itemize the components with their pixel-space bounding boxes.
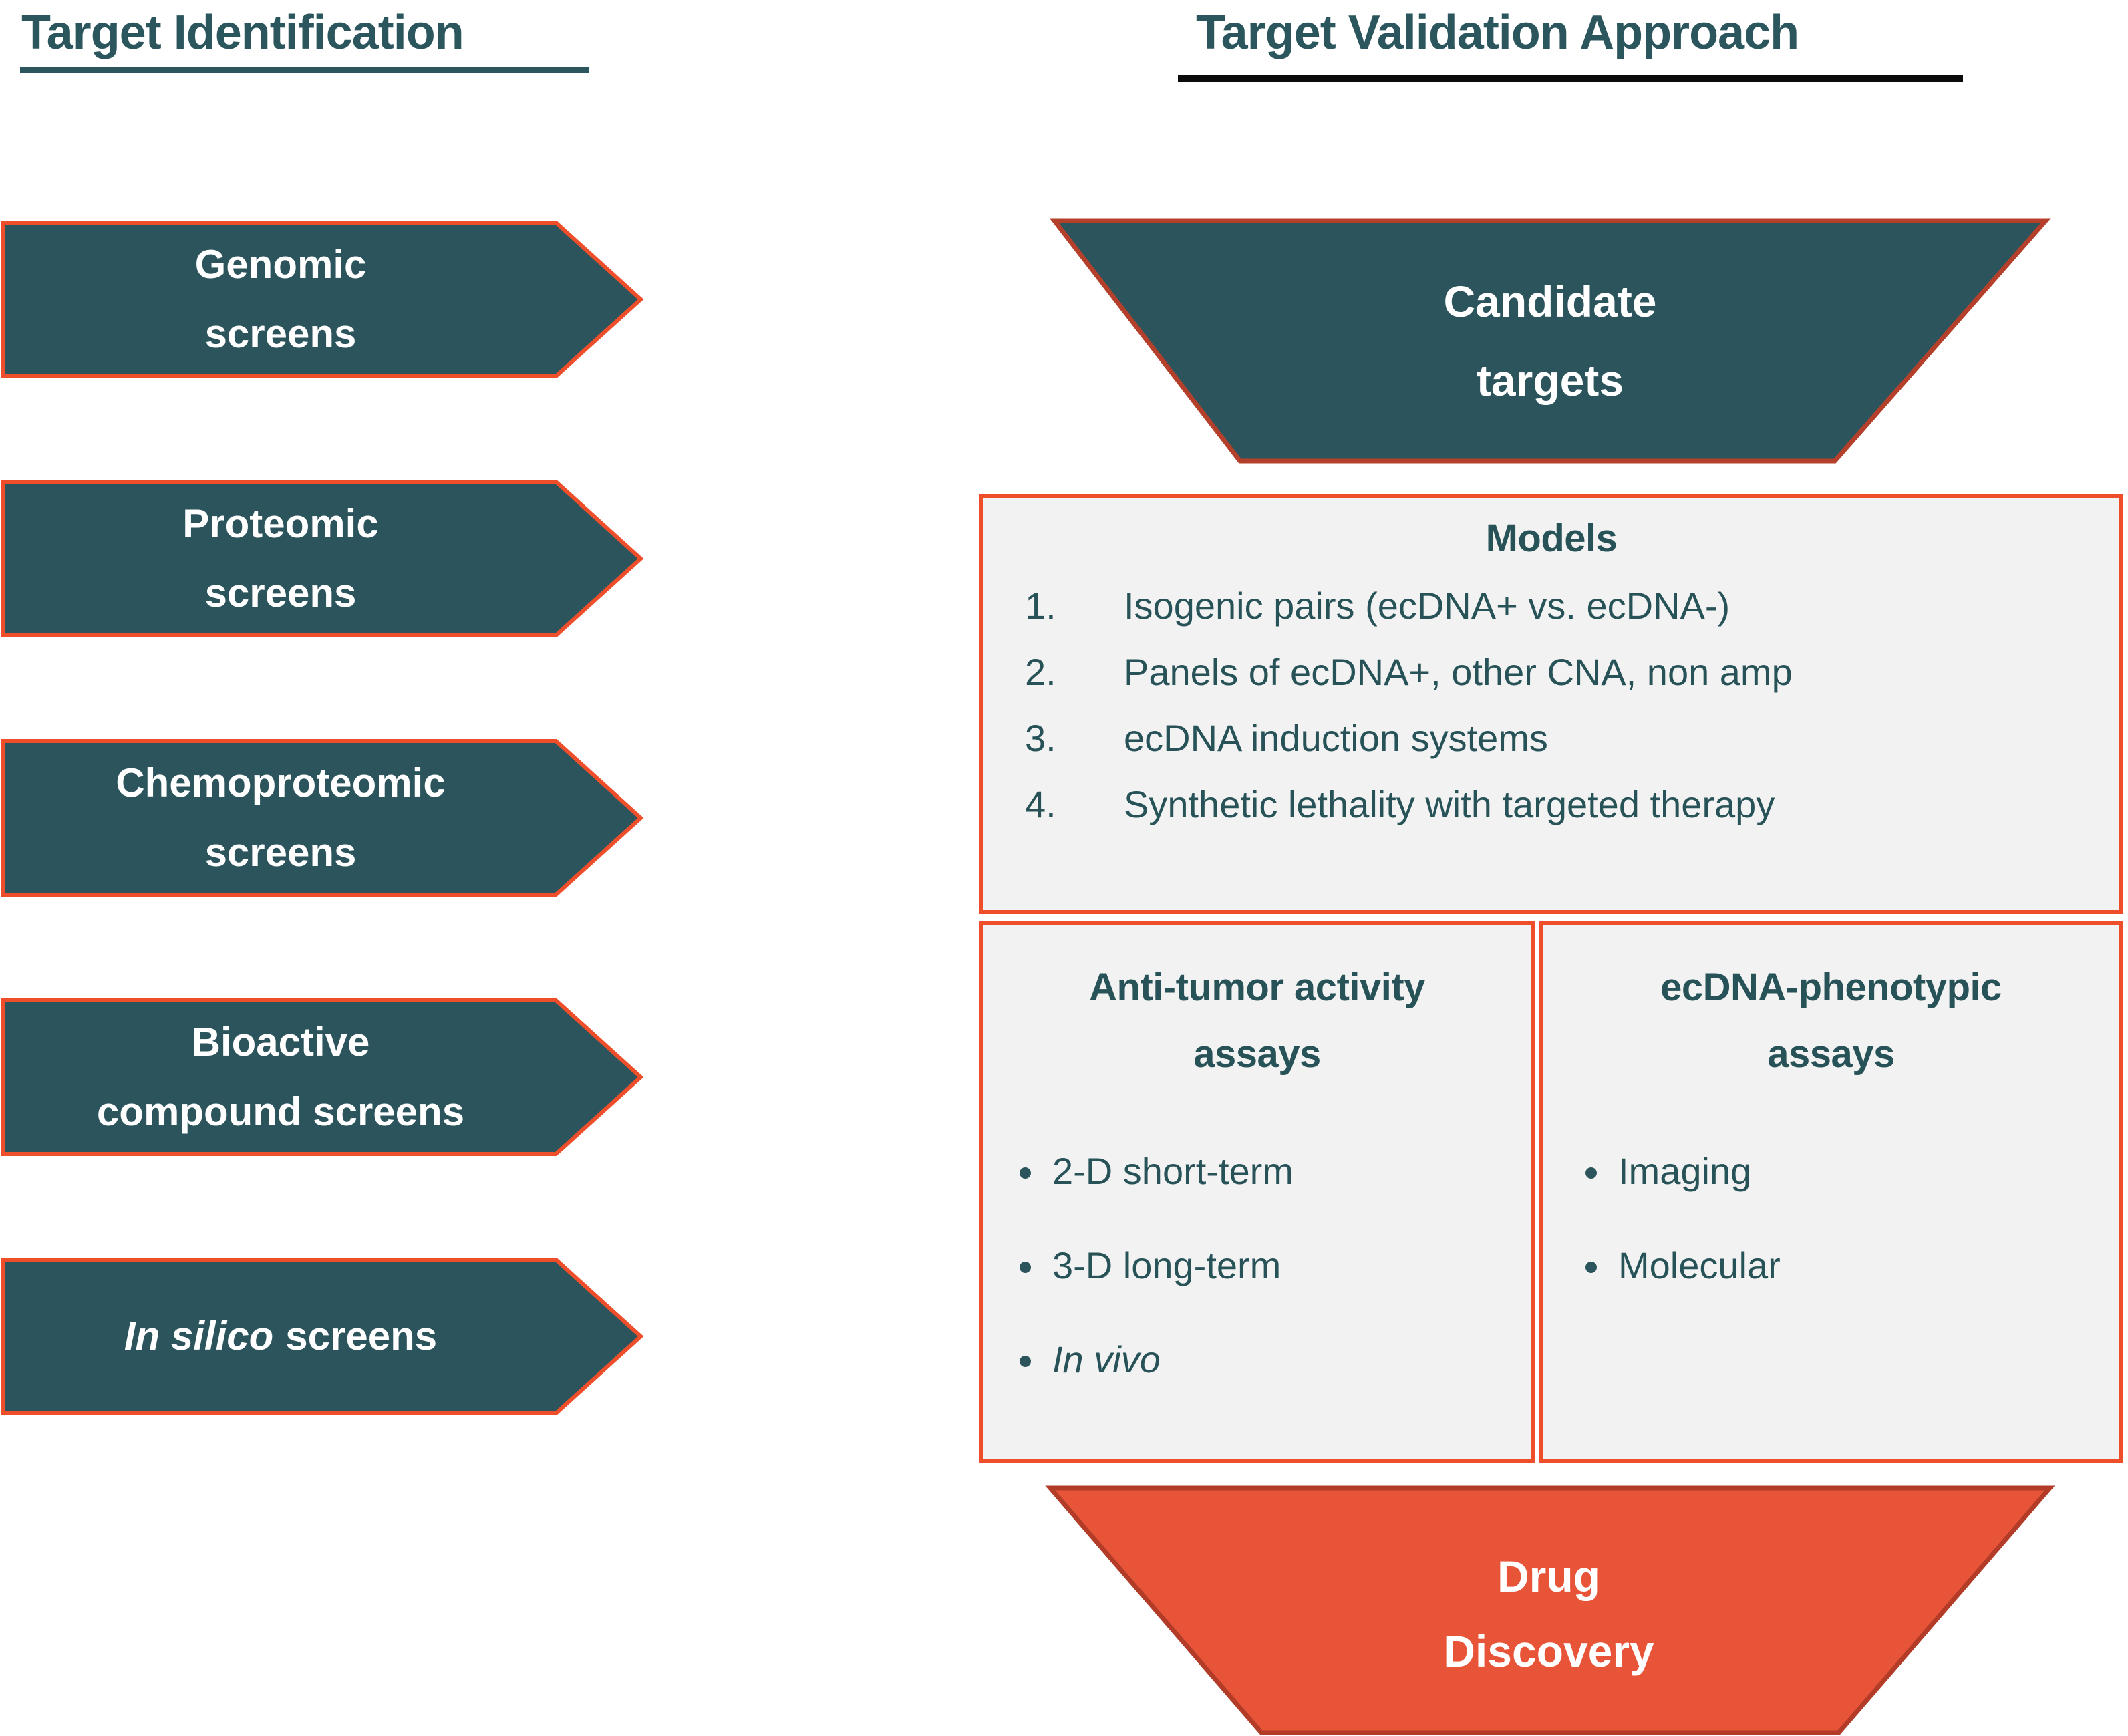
models-list: 1. Isogenic pairs (ecDNA+ vs. ecDNA-) 2.… (983, 573, 2119, 837)
list-number: 3. (1025, 717, 1056, 759)
title-underline-left (20, 67, 589, 73)
arrow-shape (1, 739, 644, 897)
arrow-label-line: In silico screens (124, 1302, 437, 1371)
arrow-shape (1, 221, 644, 378)
bullet-item: 2-D short-term (1020, 1149, 1531, 1193)
funnel-label-line: targets (1476, 355, 1624, 405)
bullet-dot (1585, 1262, 1597, 1273)
bullet-dot (1020, 1167, 1031, 1179)
bullet-dot (1020, 1262, 1031, 1273)
list-text: ecDNA induction systems (1124, 717, 1548, 759)
bullet-text: 3-D long-term (1052, 1244, 1281, 1286)
title-target-validation-approach: Target Validation Approach (1196, 6, 1799, 59)
funnel-shape (1045, 1485, 2055, 1735)
arrow-label: Chemoproteomic screens (1, 739, 560, 897)
arrow-label-line: Proteomic (182, 501, 379, 546)
heading-line: ecDNA-phenotypic (1660, 966, 2002, 1009)
title-target-identification: Target Identification (21, 6, 464, 59)
arrow-in-silico-screens: In silico screens (1, 1258, 646, 1415)
funnel-label-line: Drug (1497, 1552, 1600, 1601)
arrow-label: Proteomic screens (1, 480, 560, 637)
arrow-label-line: screens (204, 311, 357, 356)
bullet-text: 2-D short-term (1052, 1150, 1294, 1192)
arrow-label-line: Genomic (194, 242, 367, 287)
arrow-label-line: screens (204, 830, 357, 875)
models-list-item: 1. Isogenic pairs (ecDNA+ vs. ecDNA-) (983, 573, 2119, 639)
list-text: Panels of ecDNA+, other CNA, non amp (1124, 651, 1793, 693)
bullet-text: Molecular (1618, 1244, 1781, 1286)
arrow-bioactive-compound-screens: Bioactive compound screens (1, 998, 646, 1156)
heading-line: assays (1193, 1032, 1321, 1076)
anti-tumor-assays-panel: Anti-tumor activity assays 2-D short-ter… (979, 921, 1535, 1463)
arrow-label: Genomic screens (1, 221, 560, 378)
ecdna-phenotypic-assays-panel: ecDNA-phenotypic assays Imaging Molecula… (1539, 921, 2123, 1463)
funnel-shape (1049, 218, 2051, 464)
arrow-label: In silico screens (1, 1258, 560, 1415)
list-number: 1. (1025, 585, 1056, 627)
bullet-item: Imaging (1585, 1149, 2119, 1193)
arrow-label-normal: screens (285, 1314, 438, 1358)
arrow-genomic-screens: Genomic screens (1, 221, 646, 378)
arrow-chemoproteomic-screens: Chemoproteomic screens (1, 739, 646, 897)
models-panel: Models 1. Isogenic pairs (ecDNA+ vs. ecD… (979, 494, 2123, 914)
anti-tumor-assays-heading: Anti-tumor activity assays (983, 954, 1531, 1088)
arrow-shape (1, 998, 644, 1156)
models-list-item: 4. Synthetic lethality with targeted the… (983, 771, 2119, 837)
arrow-label-line: Bioactive (191, 1020, 370, 1064)
arrow-proteomic-screens: Proteomic screens (1, 480, 646, 637)
bullet-item: Molecular (1585, 1244, 2119, 1287)
arrow-label: Bioactive compound screens (1, 998, 560, 1156)
arrow-shape (1, 480, 644, 637)
funnel-label: Drug Discovery (1041, 1485, 2057, 1735)
bullet-text-italic: In vivo (1052, 1338, 1161, 1381)
list-text: Isogenic pairs (ecDNA+ vs. ecDNA-) (1124, 585, 1730, 627)
heading-line: Anti-tumor activity (1089, 966, 1425, 1009)
arrow-label-italic: In silico (124, 1314, 274, 1358)
models-heading: Models (1485, 517, 1618, 560)
bullet-item: 3-D long-term (1020, 1244, 1531, 1287)
list-number: 4. (1025, 783, 1056, 825)
bullet-text: Imaging (1618, 1150, 1752, 1192)
list-text: Synthetic lethality with targeted therap… (1124, 783, 1775, 825)
funnel-label-line: Discovery (1443, 1626, 1654, 1676)
list-number: 2. (1025, 651, 1056, 693)
bullet-dot (1585, 1167, 1597, 1179)
heading-line: assays (1767, 1032, 1895, 1076)
anti-tumor-assays-bullets: 2-D short-term 3-D long-term In vivo (1020, 1149, 1531, 1381)
funnel-candidate-targets: Candidate targets (1042, 216, 2058, 465)
arrow-label-line: screens (204, 571, 357, 615)
models-list-item: 3. ecDNA induction systems (983, 705, 2119, 771)
funnel-label: Candidate targets (1042, 216, 2058, 465)
ecdna-phenotypic-assays-heading: ecDNA-phenotypic assays (1543, 954, 2119, 1088)
title-underline-right (1178, 75, 1963, 82)
arrow-label-line: compound screens (96, 1089, 465, 1134)
arrow-shape (1, 1258, 644, 1415)
funnel-drug-discovery: Drug Discovery (1041, 1485, 2057, 1735)
models-list-item: 2. Panels of ecDNA+, other CNA, non amp (983, 639, 2119, 705)
funnel-label-line: Candidate (1443, 277, 1657, 326)
ecdna-phenotypic-assays-bullets: Imaging Molecular (1585, 1149, 2119, 1287)
bullet-item: In vivo (1020, 1338, 1531, 1381)
arrow-label-line: Chemoproteomic (116, 760, 446, 805)
bullet-dot (1020, 1356, 1031, 1367)
